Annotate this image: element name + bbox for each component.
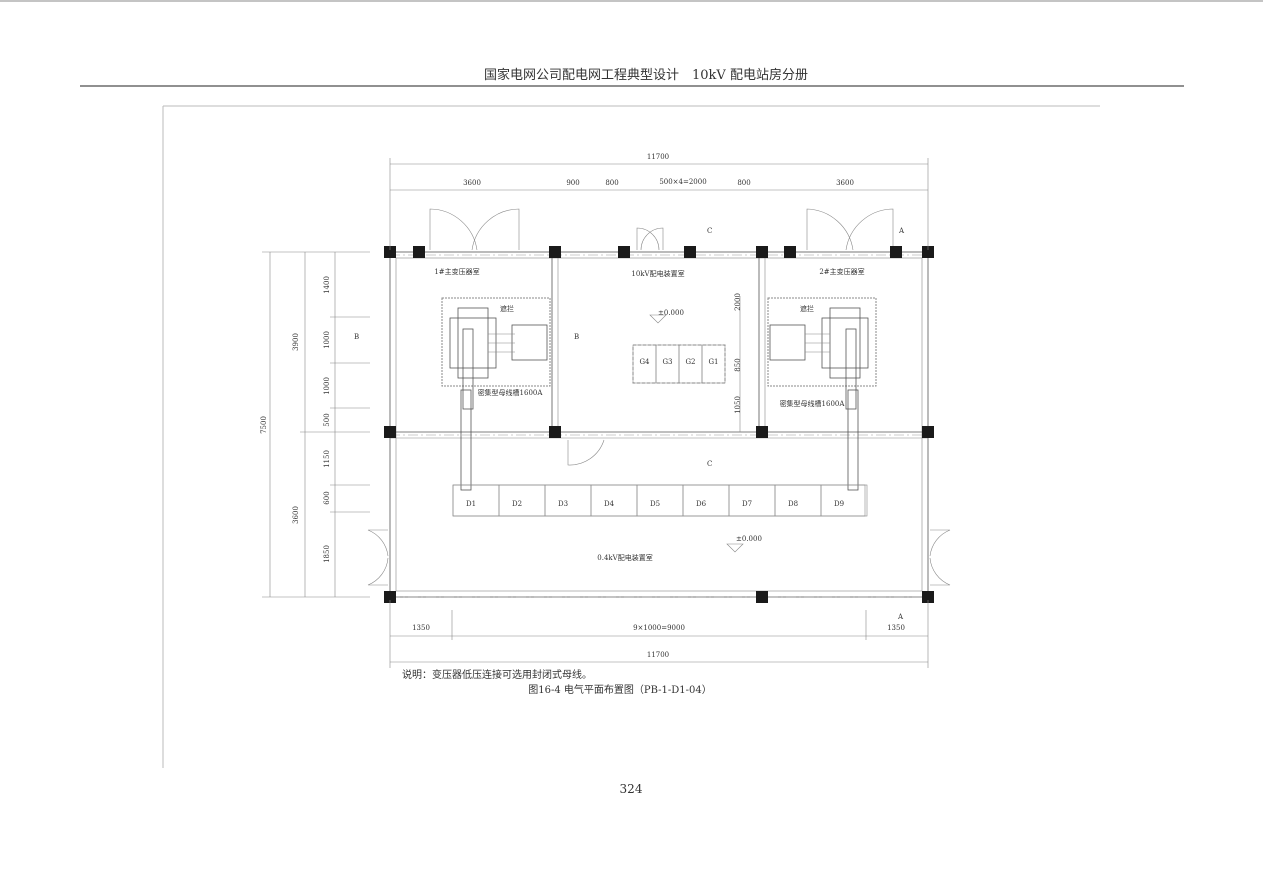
- dimension-label: 1000: [323, 377, 331, 395]
- busway-1: [460, 389, 472, 491]
- lv-cabinet-label: D3: [558, 500, 568, 508]
- dimension-label: 850: [734, 358, 742, 371]
- dimension-label: 3600: [292, 506, 300, 524]
- section-mark-a: A: [898, 227, 905, 235]
- structural-column: [618, 246, 630, 258]
- dimension-left-total: 7500: [260, 416, 268, 434]
- room-lv: 0.4kV配电装置室: [597, 553, 652, 562]
- structural-column: [684, 246, 696, 258]
- hv-cabinet-label: G3: [662, 358, 672, 366]
- dimension-label: 800: [605, 179, 618, 187]
- door-transformer2: [806, 208, 894, 251]
- lv-cabinet: [820, 484, 868, 517]
- dimension-label: 3600: [836, 179, 854, 187]
- fence-label: 遮拦: [800, 304, 814, 313]
- dimension-label: 500×4=2000: [659, 178, 706, 186]
- dimension-label: 1150: [323, 450, 331, 468]
- structural-column: [549, 246, 561, 258]
- lv-cabinet-label: D2: [512, 500, 522, 508]
- lv-cabinet-label: D1: [466, 500, 476, 508]
- dimension-label: 1350: [887, 624, 905, 632]
- room-transformer1: 1#主变压器室: [434, 267, 479, 276]
- transformer-2: [769, 307, 869, 410]
- section-mark-b: B: [574, 333, 579, 341]
- floor-plan: G4 G3 G2 G1 D1 D2 D3 D4 D5 D6 D7 D8 D9 1#主变压器室 10kV…: [260, 153, 951, 668]
- dimension-label: 600: [323, 491, 331, 504]
- door-switchgear: [636, 227, 664, 251]
- drawing-note: 说明：变压器低压连接可选用封闭式母线。: [402, 668, 592, 681]
- lv-cabinet-label: D7: [742, 500, 752, 508]
- door-lv-left: [367, 529, 389, 586]
- dimension-label: 3900: [292, 333, 300, 351]
- hv-cabinet-label: G2: [685, 358, 695, 366]
- structural-column: [413, 246, 425, 258]
- structural-column: [384, 246, 396, 258]
- elevation-mark: ±0.000: [736, 535, 762, 543]
- structural-column: [756, 246, 768, 258]
- dimension-label: 500: [323, 413, 331, 426]
- lv-cabinet-label: D5: [650, 500, 660, 508]
- dimension-label: 2000: [734, 293, 742, 311]
- section-mark-c: C: [707, 460, 712, 468]
- section-mark-c: C: [707, 227, 712, 235]
- hv-cabinet: [701, 344, 726, 384]
- dimension-label: 9×1000=9000: [633, 624, 685, 632]
- elevation-mark: ±0.000: [658, 309, 684, 317]
- structural-column: [384, 426, 396, 438]
- lv-cabinet-label: D6: [696, 500, 707, 508]
- figure-caption: 图16-4 电气平面布置图（PB-1-D1-04）: [528, 683, 712, 696]
- busway-label: 密集型母线槽1600A: [780, 399, 846, 408]
- structural-column: [756, 591, 768, 603]
- door-lv-right: [929, 529, 951, 586]
- lv-cabinet-label: D8: [788, 500, 798, 508]
- fence-2: [767, 297, 877, 387]
- busway-label: 密集型母线槽1600A: [478, 388, 544, 397]
- dimension-label: 1000: [323, 331, 331, 349]
- dimension-label: 3600: [463, 179, 481, 187]
- fence-1: [441, 297, 551, 387]
- structural-column: [922, 246, 934, 258]
- structural-column: [384, 591, 396, 603]
- page-header: 国家电网公司配电网工程典型设计 10kV 配电站房分册: [484, 67, 808, 83]
- transformer-1: [449, 307, 548, 410]
- door-internal: [567, 439, 605, 466]
- dimension-label: 1350: [412, 624, 430, 632]
- door-transformer1: [429, 208, 520, 251]
- structural-column: [784, 246, 796, 258]
- dimension-label: 1850: [323, 545, 331, 563]
- hv-cabinet-label: G4: [639, 358, 650, 366]
- room-transformer2: 2#主变压器室: [819, 267, 864, 276]
- dimension-label: 800: [737, 179, 750, 187]
- lv-cabinet-label: D9: [834, 500, 844, 508]
- busway-2: [847, 389, 859, 491]
- structural-column: [922, 426, 934, 438]
- dimension-label: 1050: [734, 396, 742, 414]
- page-number: 324: [620, 782, 643, 796]
- hv-cabinet-label: G1: [708, 358, 718, 366]
- section-mark-b: B: [354, 333, 359, 341]
- dimension-label: 1400: [323, 276, 331, 294]
- structural-column: [756, 426, 768, 438]
- structural-column: [549, 426, 561, 438]
- structural-column: [890, 246, 902, 258]
- dimension-bottom-total: 11700: [647, 651, 669, 659]
- dimension-label: 900: [566, 179, 579, 187]
- lv-cabinet-label: D4: [604, 500, 615, 508]
- room-switchgear-10kv: 10kV配电装置室: [631, 269, 684, 278]
- section-mark-a: A: [897, 613, 904, 621]
- dimension-top-total: 11700: [647, 153, 669, 161]
- fence-label: 遮拦: [500, 304, 514, 313]
- structural-column: [922, 591, 934, 603]
